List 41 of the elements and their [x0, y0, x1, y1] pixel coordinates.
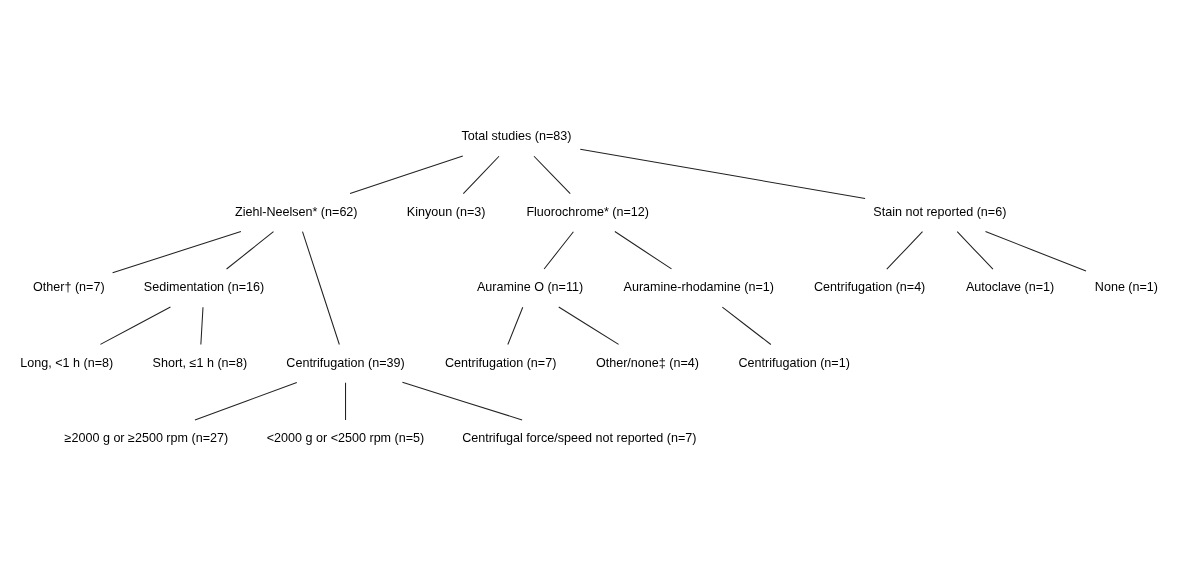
- node-text: Centrifugation (n=1): [738, 355, 850, 370]
- connector: [345, 382, 347, 421]
- connector: [226, 231, 274, 270]
- node-text: Sedimentation (n=16): [143, 280, 265, 295]
- node-text: Auramine O (n=11): [476, 280, 584, 295]
- connector: [401, 381, 523, 421]
- connector: [558, 306, 620, 345]
- node-text: Stain not reported (n=6): [873, 204, 1007, 219]
- connector: [99, 306, 171, 345]
- connector: [984, 231, 1087, 272]
- connector: [533, 155, 571, 195]
- connector: [349, 155, 464, 195]
- connector: [301, 231, 340, 346]
- connector: [507, 306, 524, 346]
- connector: [886, 231, 924, 270]
- node-text: Total studies (n=83): [461, 129, 572, 144]
- connector: [200, 306, 204, 346]
- node-text: Short, ≤1 h (n=8): [152, 355, 248, 370]
- connector: [721, 306, 772, 346]
- node-text: Autoclave (n=1): [965, 280, 1055, 295]
- node-text: Centrifugation (n=39): [286, 355, 405, 370]
- node-text: Kinyoun (n=3): [406, 204, 486, 219]
- connector: [194, 381, 298, 421]
- node-text: Other/none‡ (n=4): [595, 355, 699, 370]
- node-text: Centrifugation (n=4): [813, 280, 926, 295]
- node-text: Ziehl-Neelsen* (n=62): [234, 204, 358, 219]
- node-text: Centrifugal force/speed not reported (n=7): [462, 431, 697, 446]
- connector: [543, 231, 574, 270]
- connector: [112, 230, 242, 274]
- node-text: Fluorochrome* (n=12): [526, 204, 649, 219]
- node-text: Other† (n=7): [33, 280, 105, 295]
- node-text: <2000 g or <2500 rpm (n=5): [266, 431, 425, 446]
- connector: [956, 231, 994, 270]
- connector: [579, 148, 866, 200]
- node-text: Centrifugation (n=7): [444, 355, 557, 370]
- node-text: Long, <1 h (n=8): [20, 355, 114, 370]
- node-text: None (n=1): [1094, 280, 1159, 295]
- connector: [462, 155, 500, 195]
- node-text: Auramine-rhodamine (n=1): [623, 280, 775, 295]
- node-text: ≥2000 g or ≥2500 rpm (n=27): [64, 431, 229, 446]
- connector: [614, 231, 672, 270]
